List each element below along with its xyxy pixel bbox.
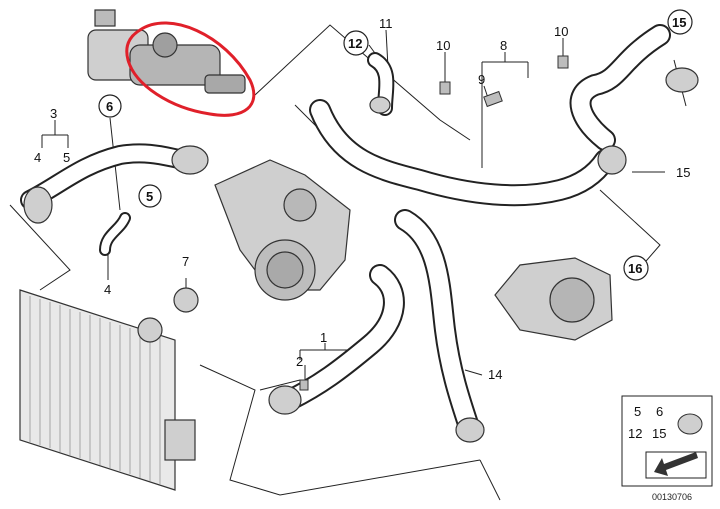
callout-13: 14 [488, 367, 502, 382]
arrow-icon [654, 452, 698, 476]
highlight-circle [125, 21, 256, 117]
auxiliary-pump [494, 257, 613, 341]
legend-label-6: 6 [656, 404, 663, 419]
callout-1: 1 [320, 330, 327, 345]
legend-label-12: 12 [628, 426, 642, 441]
callout-11: 11 [379, 16, 393, 31]
small-fittings [299, 55, 569, 391]
legend-label-5: 5 [634, 404, 641, 419]
legend-label-15: 15 [652, 426, 666, 441]
radiator [19, 289, 196, 491]
callout-4-upper: 4 [34, 150, 41, 165]
callout-9: 9 [478, 72, 485, 87]
callout-7: 7 [182, 254, 189, 269]
water-pump [214, 159, 351, 301]
callout-2: 2 [296, 354, 303, 369]
clamp-icon [677, 413, 703, 435]
callouts: 1 2 3 4 4 5 7 8 9 10 10 11 14 15 5 6 12 … [34, 9, 693, 382]
callout-5-circled: 5 [146, 189, 153, 204]
callout-15-circled-top: 15 [672, 15, 686, 30]
callout-10-right: 10 [554, 24, 568, 39]
callout-10-left: 10 [436, 38, 450, 53]
callout-5-upper: 5 [63, 150, 70, 165]
callout-12-circled: 12 [348, 36, 362, 51]
callout-4-lower: 4 [104, 282, 111, 297]
callout-3: 3 [50, 106, 57, 121]
callout-14: 15 [676, 165, 690, 180]
callout-8: 8 [500, 38, 507, 53]
legend-box: 5 6 12 15 [621, 395, 713, 487]
thermostat-housing [87, 9, 246, 94]
callout-15-circled-bottom: 16 [628, 261, 642, 276]
callout-6-circled: 6 [106, 99, 113, 114]
reference-code: 00130706 [652, 492, 692, 502]
hose-clamps [23, 67, 699, 443]
